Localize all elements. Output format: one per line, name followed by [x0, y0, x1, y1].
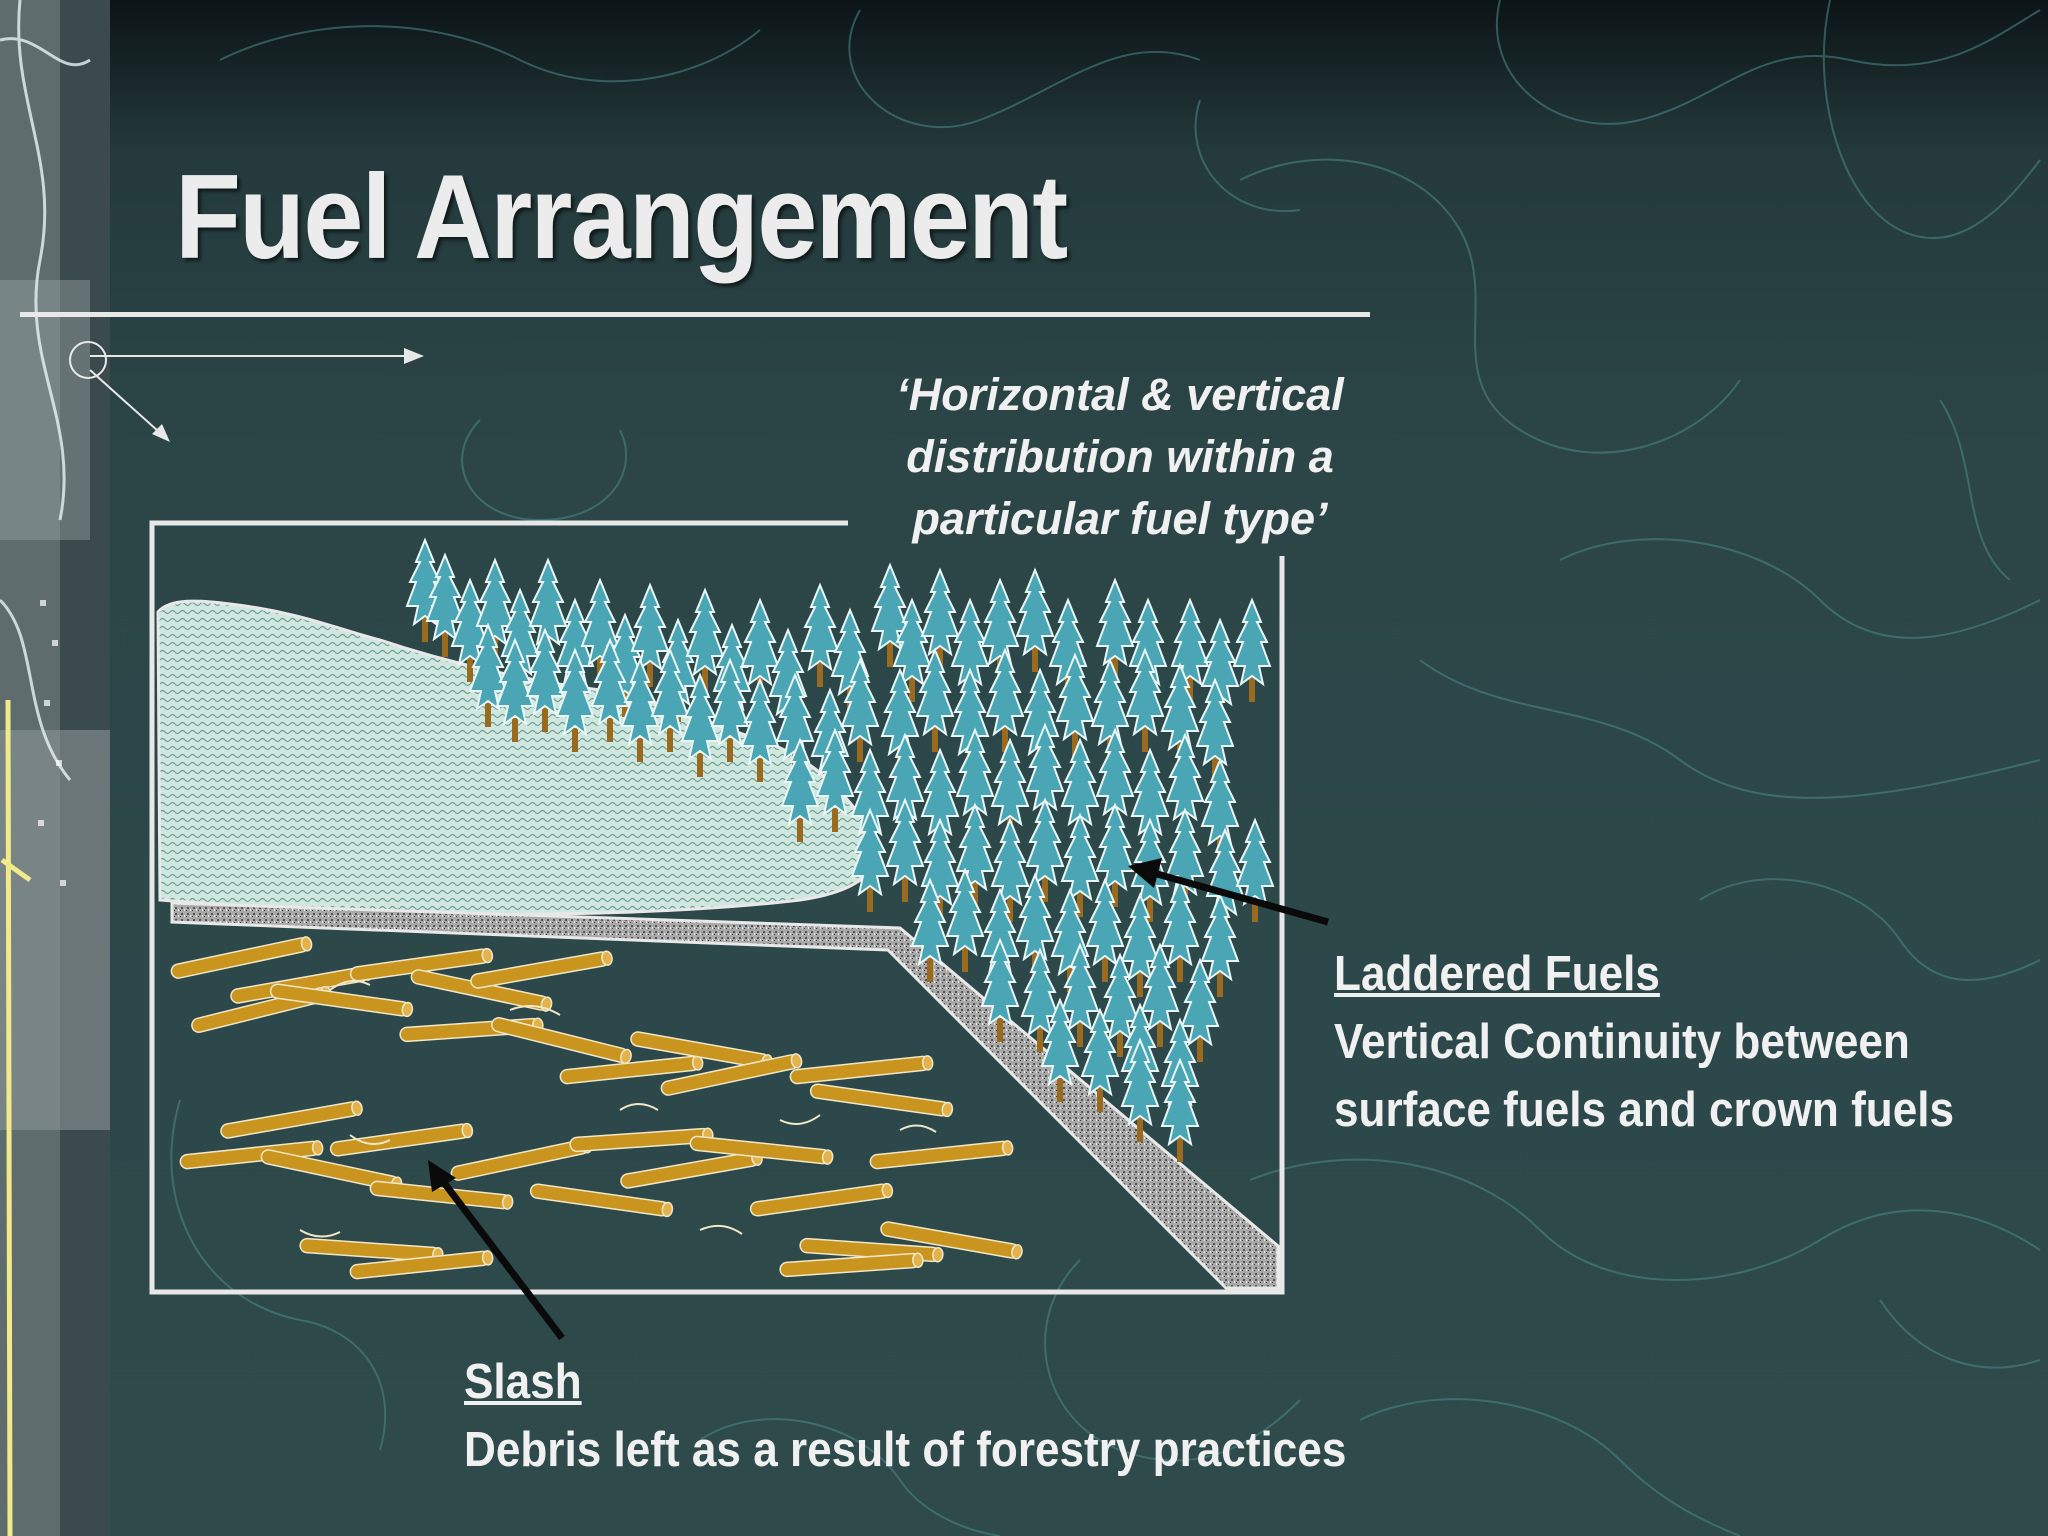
- laddered-fuels-description: surface fuels and crown fuels: [1334, 1083, 1955, 1137]
- slash-description: Debris left as a result of forestry prac…: [464, 1423, 1347, 1477]
- laddered-fuels-description: Vertical Continuity between: [1334, 1015, 1910, 1069]
- laddered-fuels-arrow: [1149, 868, 1329, 926]
- slash-arrow: [439, 1177, 565, 1341]
- diagram-frame: [149, 520, 1285, 1295]
- slash-label: Slash Debris left as a result of forestr…: [464, 1348, 1346, 1484]
- slash-logs: [169, 935, 1024, 1281]
- slash-arrowhead: [428, 1160, 456, 1192]
- definition-line: particular fuel type’: [912, 493, 1328, 544]
- laddered-fuels-arrowhead: [1128, 858, 1162, 888]
- slash-heading: Slash: [464, 1355, 582, 1409]
- definition-line: distribution within a: [906, 431, 1334, 482]
- laddered-fuels-label: Laddered Fuels Vertical Continuity betwe…: [1334, 940, 1954, 1144]
- definition-quote: ‘Horizontal & vertical distribution with…: [840, 364, 1400, 550]
- slash-twigs: [299, 980, 937, 1238]
- left-map-strip: [0, 0, 110, 1536]
- slide-title: Fuel Arrangement: [175, 150, 1068, 284]
- gravel-road: [170, 901, 1280, 1290]
- title-underline: [20, 312, 1370, 317]
- definition-line: ‘Horizontal & vertical: [896, 369, 1344, 420]
- laddered-fuels-heading: Laddered Fuels: [1334, 947, 1660, 1001]
